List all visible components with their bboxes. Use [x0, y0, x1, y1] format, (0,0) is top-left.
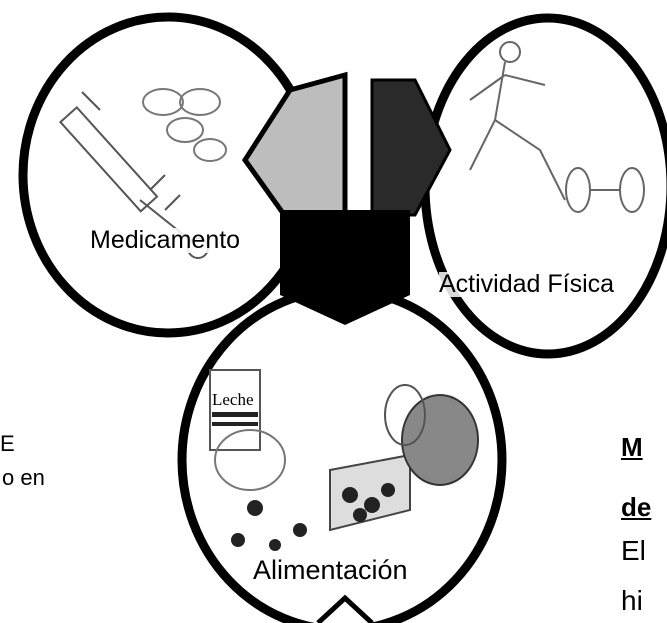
- alimentacion-label: Alimentación: [253, 557, 408, 584]
- right-fragment-2: de: [621, 492, 651, 523]
- leche-label: Leche: [212, 390, 254, 409]
- left-fragment-1: E: [0, 431, 15, 457]
- actividad-fisica-circle: [425, 18, 667, 354]
- right-fragment-1: M: [621, 432, 643, 463]
- medicamento-label: Medicamento: [90, 228, 240, 253]
- right-fragment-4: hi: [621, 585, 643, 617]
- actividad-fisica-label: Actividad Física: [439, 272, 614, 297]
- right-fragment-3: El: [621, 535, 646, 567]
- left-fragment-2: o en: [2, 465, 45, 491]
